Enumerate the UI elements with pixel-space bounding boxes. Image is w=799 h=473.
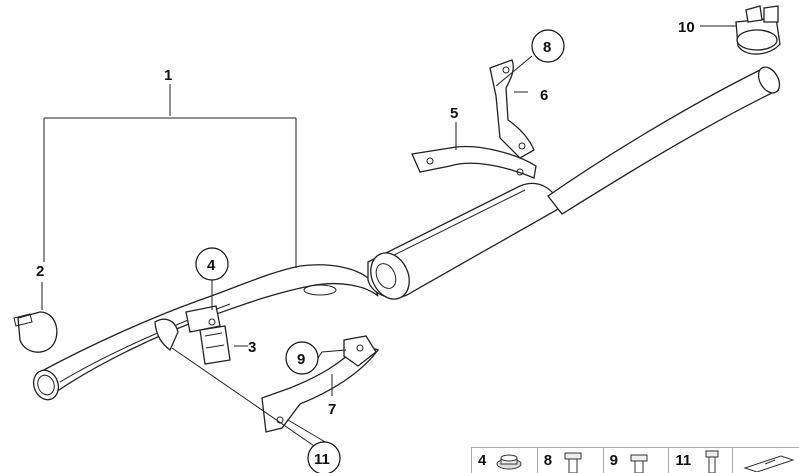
bolt-icon <box>564 452 582 473</box>
callout-9-circle <box>285 341 319 375</box>
leader-lines <box>41 25 736 451</box>
callouts: 1 2 3 4 5 6 7 8 9 10 11 <box>36 19 695 473</box>
callout-11-circle <box>307 441 341 473</box>
callout-2: 2 <box>36 263 44 280</box>
bolt-icon <box>630 454 648 473</box>
clamp-part-10 <box>735 5 781 55</box>
bracket-part-6 <box>489 59 535 159</box>
callout-3: 3 <box>248 339 256 356</box>
legend-item-9: 9 <box>604 448 670 473</box>
legend-item-11: 11 <box>669 448 734 473</box>
callout-5: 5 <box>450 105 458 122</box>
callout-8: 8 <box>543 39 551 56</box>
arrow-icon <box>743 454 795 472</box>
callout-11: 11 <box>314 451 330 468</box>
callout-9: 9 <box>297 351 305 368</box>
rear-pipe <box>547 66 781 215</box>
legend-item-arrow <box>733 448 799 473</box>
center-muffler <box>367 182 561 300</box>
bracket-part-7 <box>261 335 380 433</box>
callout-1: 1 <box>164 67 172 84</box>
clamp-part-2 <box>13 311 58 353</box>
callout-7: 7 <box>328 401 336 418</box>
legend-item-8: 8 <box>538 448 604 473</box>
callout-4: 4 <box>207 257 216 274</box>
callout-4-circle <box>195 247 229 281</box>
bolt-icon <box>705 450 719 473</box>
legend-label: 8 <box>543 452 553 469</box>
fastener-legend: 4 8 9 11 <box>471 447 799 473</box>
callout-8-circle <box>531 29 565 63</box>
legend-item-4: 4 <box>472 448 538 473</box>
callout-6: 6 <box>540 87 548 104</box>
callout-10: 10 <box>678 19 695 36</box>
legend-label: 4 <box>478 452 487 469</box>
hanger-part-4 <box>154 305 221 352</box>
legend-label: 9 <box>609 452 618 469</box>
bracket-part-3 <box>199 325 231 365</box>
legend-label: 11 <box>675 452 692 469</box>
nut-icon <box>496 454 522 469</box>
bracket-part-5 <box>411 145 537 179</box>
